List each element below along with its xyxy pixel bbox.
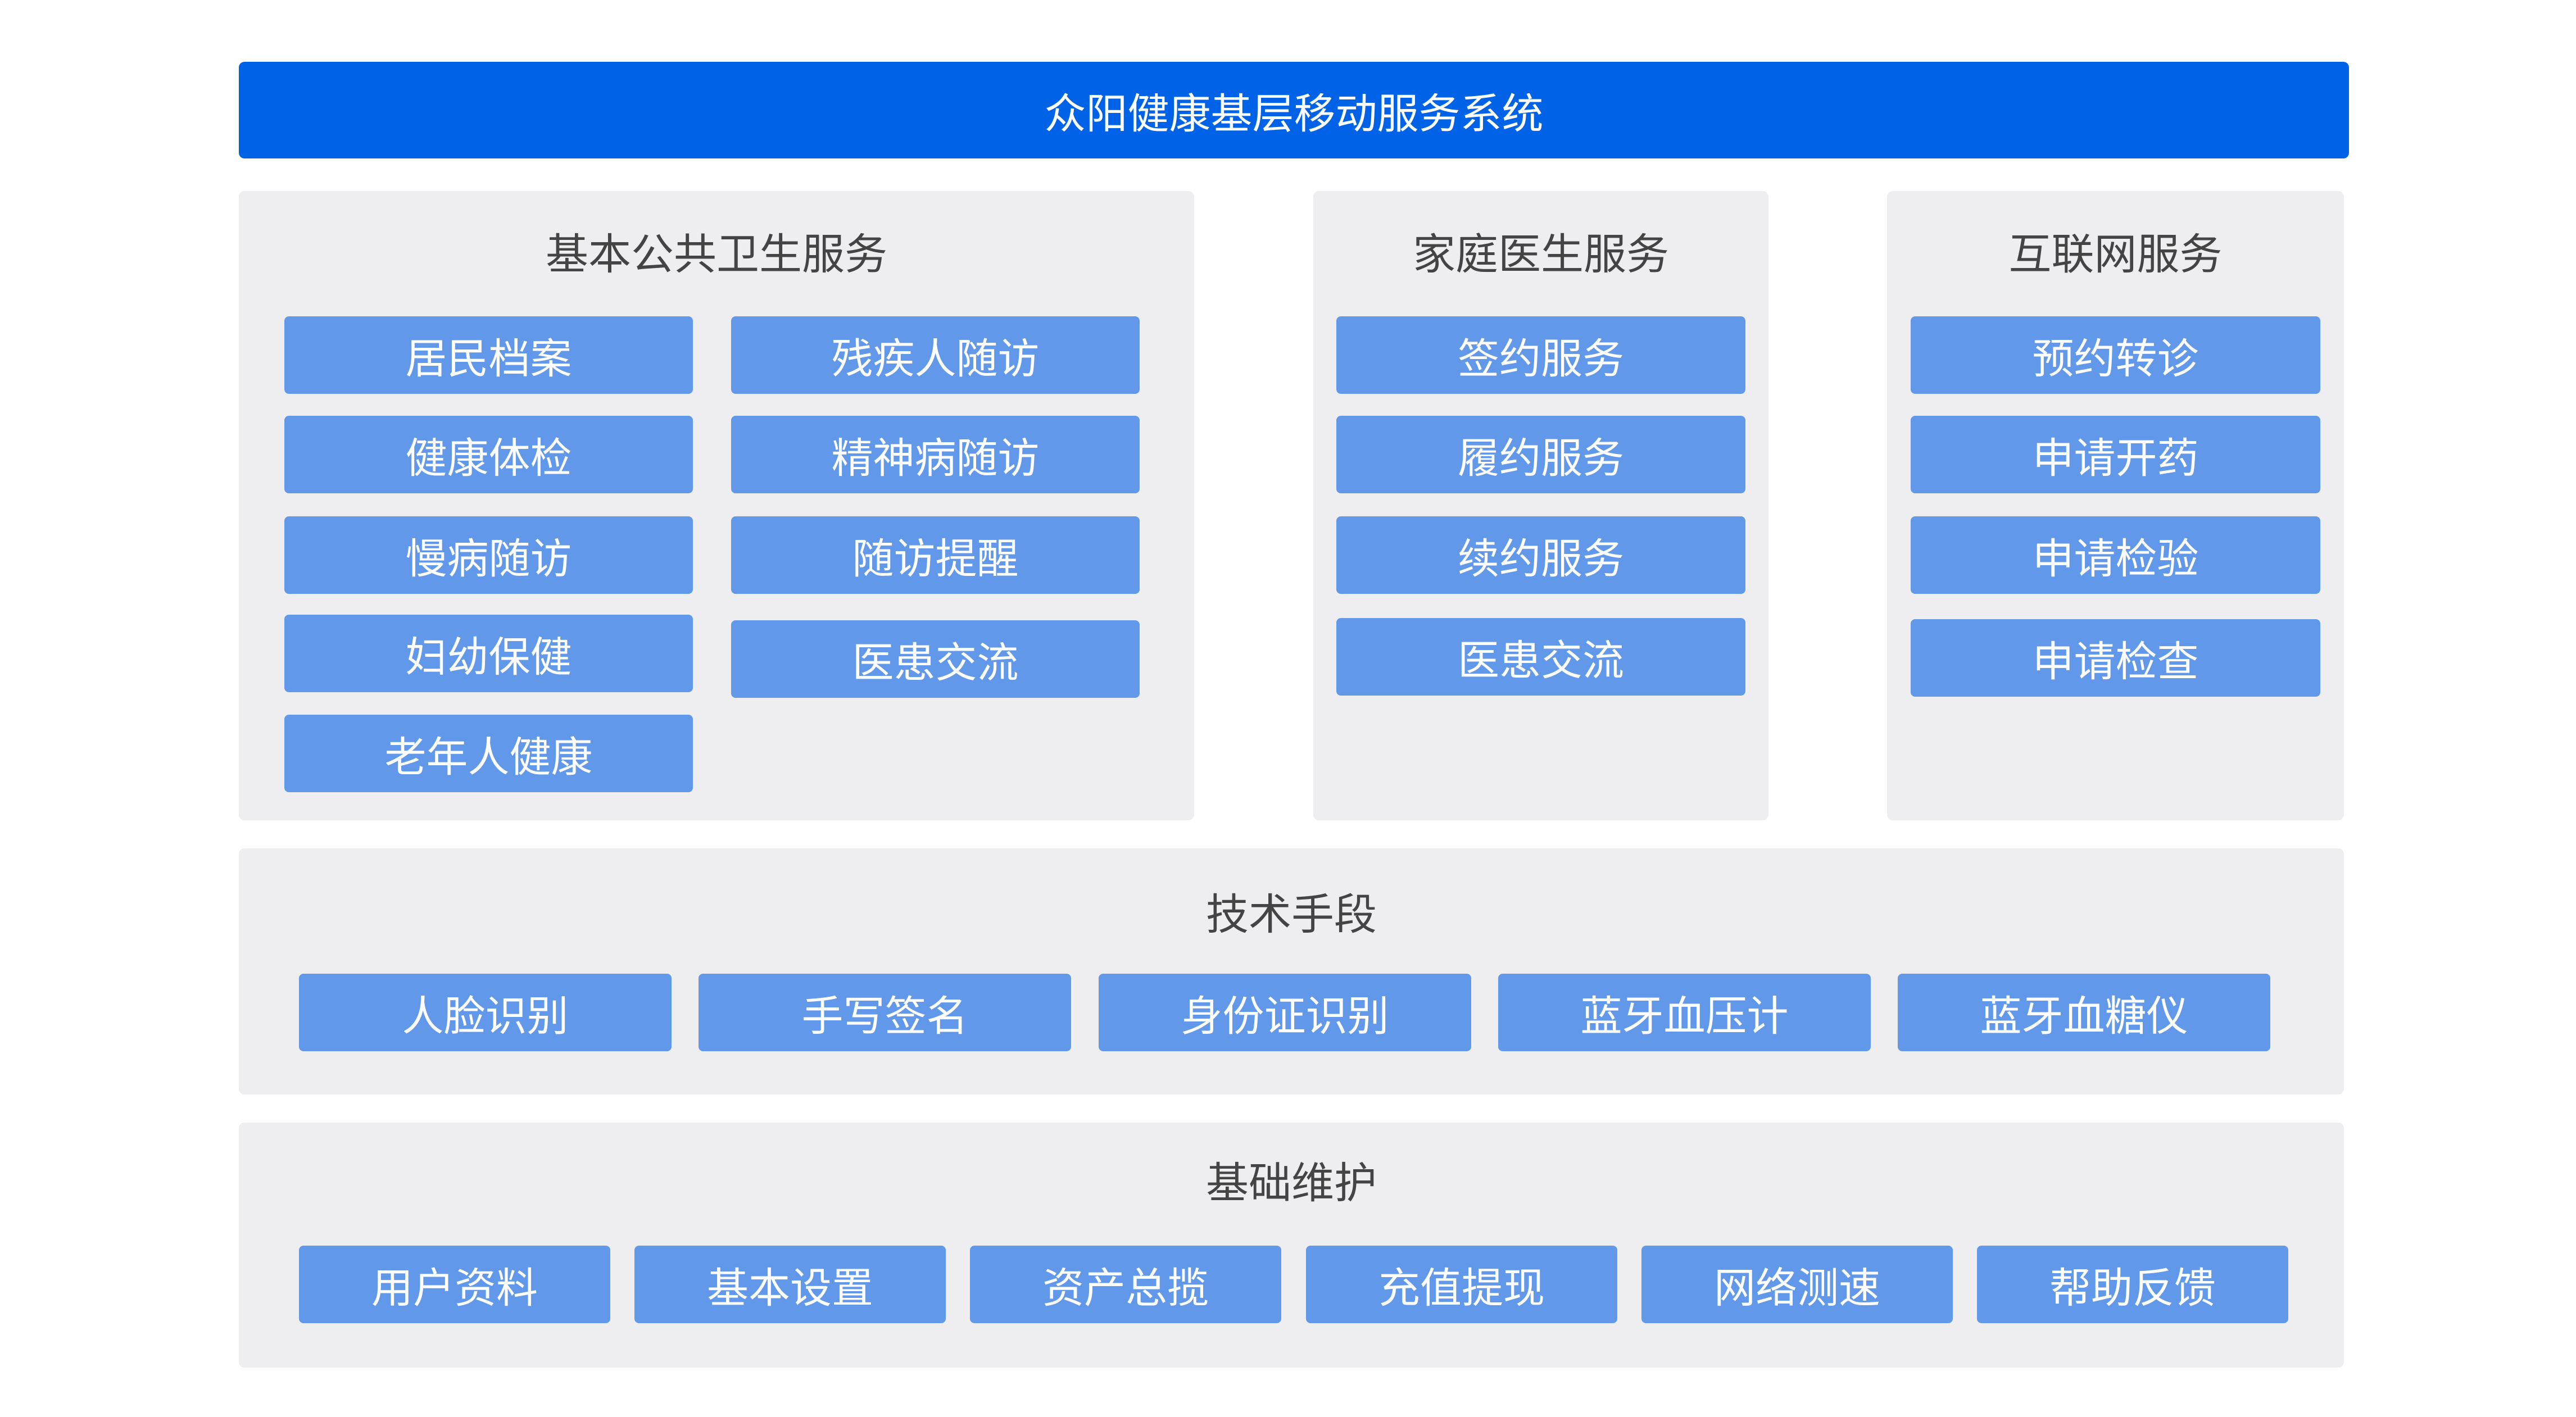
service-chip[interactable]: 医患交流 <box>1336 618 1745 696</box>
service-chip[interactable]: 精神病随访 <box>731 416 1140 493</box>
system-title-banner: 众阳健康基层移动服务系统 <box>239 62 2349 158</box>
tech-chip[interactable]: 蓝牙血糖仪 <box>1898 974 2270 1051</box>
technology-panel: 技术手段 <box>239 848 2344 1094</box>
service-chip[interactable]: 老年人健康 <box>284 715 693 792</box>
public-health-title: 基本公共卫生服务 <box>546 229 887 279</box>
maintenance-chip[interactable]: 帮助反馈 <box>1977 1246 2288 1323</box>
family-doctor-title: 家庭医生服务 <box>1413 229 1669 279</box>
maintenance-chip[interactable]: 充值提现 <box>1306 1246 1617 1323</box>
service-chip[interactable]: 预约转诊 <box>1911 316 2320 394</box>
service-chip[interactable]: 申请检验 <box>1911 516 2320 594</box>
service-chip[interactable]: 慢病随访 <box>284 516 693 594</box>
service-chip[interactable]: 申请开药 <box>1911 416 2320 493</box>
service-chip[interactable]: 履约服务 <box>1336 416 1745 493</box>
internet-title: 互联网服务 <box>2008 229 2223 279</box>
service-chip[interactable]: 续约服务 <box>1336 516 1745 594</box>
service-chip[interactable]: 医患交流 <box>731 620 1140 698</box>
maintenance-chip[interactable]: 基本设置 <box>634 1246 946 1323</box>
maintenance-chip[interactable]: 网络测速 <box>1641 1246 1953 1323</box>
maintenance-panel: 基础维护 <box>239 1123 2344 1368</box>
service-chip[interactable]: 随访提醒 <box>731 516 1140 594</box>
service-chip[interactable]: 居民档案 <box>284 316 693 394</box>
service-chip[interactable]: 妇幼保健 <box>284 615 693 692</box>
tech-chip[interactable]: 手写签名 <box>699 974 1071 1051</box>
internet-panel: 互联网服务 <box>1887 191 2344 820</box>
service-chip[interactable]: 申请检查 <box>1911 619 2320 697</box>
technology-title: 技术手段 <box>1206 889 1377 939</box>
service-chip[interactable]: 健康体检 <box>284 416 693 493</box>
maintenance-title: 基础维护 <box>1206 1158 1377 1208</box>
maintenance-chip[interactable]: 用户资料 <box>299 1246 610 1323</box>
service-chip[interactable]: 签约服务 <box>1336 316 1745 394</box>
family-doctor-panel: 家庭医生服务 <box>1313 191 1768 820</box>
tech-chip[interactable]: 身份证识别 <box>1099 974 1471 1051</box>
tech-chip[interactable]: 人脸识别 <box>299 974 672 1051</box>
tech-chip[interactable]: 蓝牙血压计 <box>1498 974 1871 1051</box>
service-chip[interactable]: 残疾人随访 <box>731 316 1140 394</box>
maintenance-chip[interactable]: 资产总揽 <box>970 1246 1281 1323</box>
system-title: 众阳健康基层移动服务系统 <box>1044 89 1544 138</box>
